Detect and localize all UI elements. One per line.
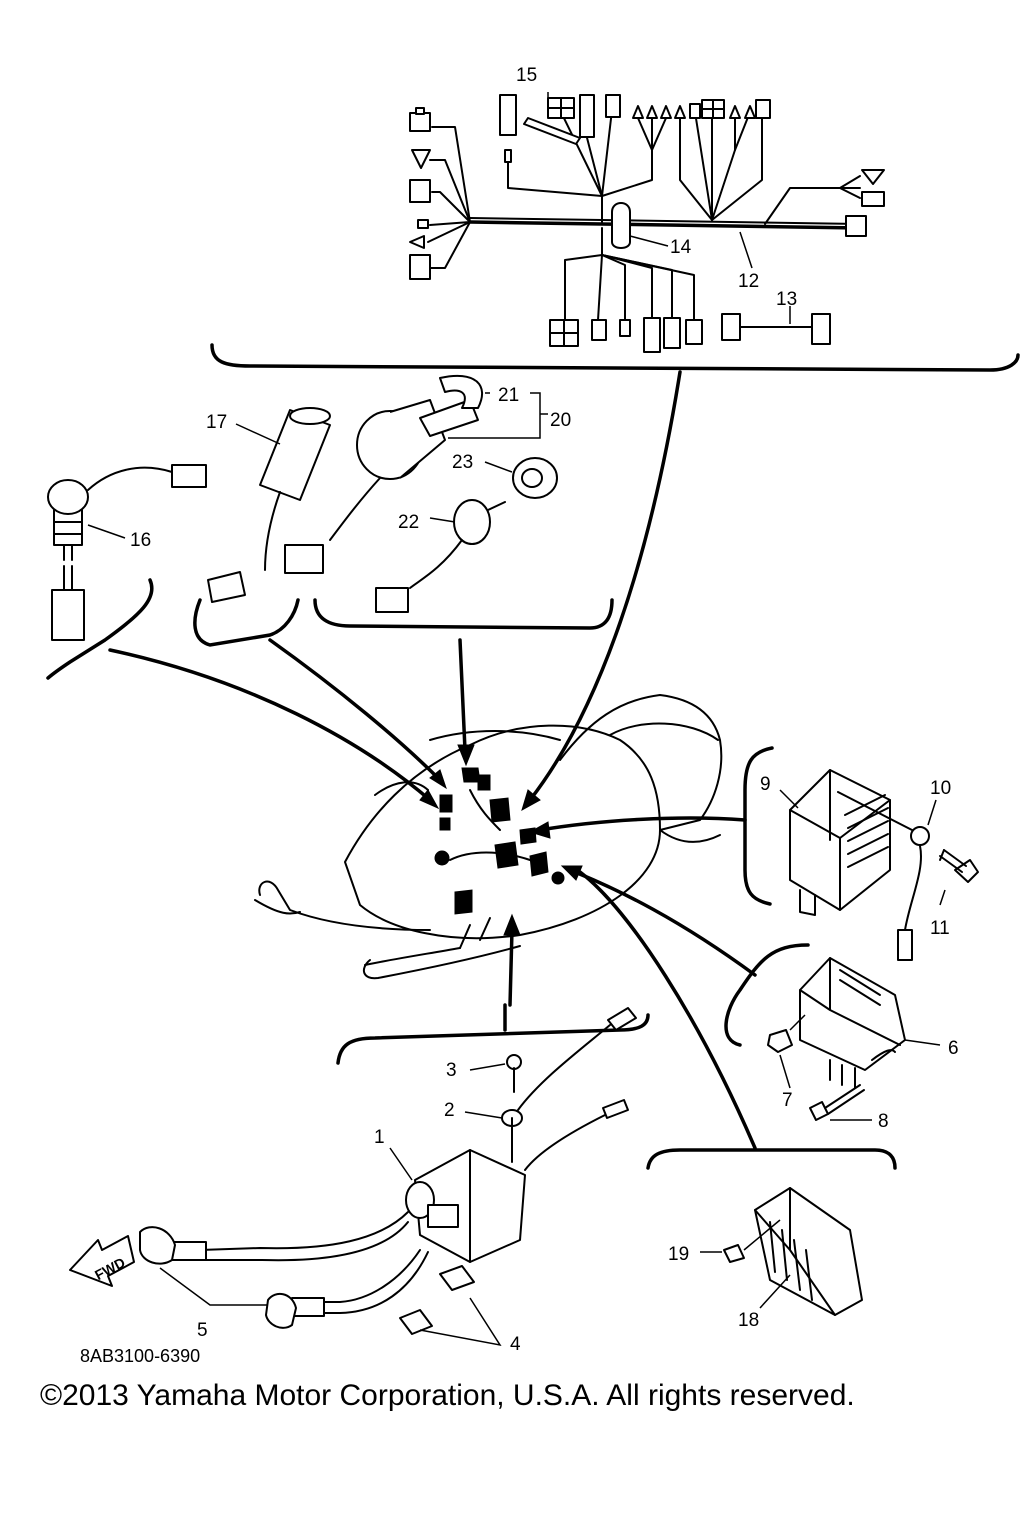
callout-5: 5 xyxy=(197,1320,208,1341)
callout-1: 1 xyxy=(374,1127,385,1148)
callout-3: 3 xyxy=(446,1060,457,1081)
callout-2: 2 xyxy=(444,1100,455,1121)
callout-6: 6 xyxy=(948,1038,959,1059)
callout-17: 17 xyxy=(206,412,227,433)
callout-labels: 1 2 3 4 5 6 7 8 9 10 11 12 13 14 15 16 1… xyxy=(130,65,959,1355)
diagram-code: 8AB3100-6390 xyxy=(80,1346,200,1366)
regulator-group xyxy=(646,1148,897,1316)
callout-12: 12 xyxy=(738,271,759,292)
callout-18: 18 xyxy=(738,1310,759,1331)
callout-22: 22 xyxy=(398,512,419,533)
callout-9: 9 xyxy=(760,774,771,795)
callout-21: 21 xyxy=(498,385,519,406)
callout-8: 8 xyxy=(878,1111,889,1132)
rectifier-group xyxy=(743,746,979,961)
wire-harness xyxy=(210,92,1020,372)
callout-7: 7 xyxy=(782,1090,793,1111)
callout-13: 13 xyxy=(776,289,797,310)
copyright-notice: ©2013 Yamaha Motor Corporation, U.S.A. A… xyxy=(40,1379,855,1412)
callout-20: 20 xyxy=(550,410,571,431)
callout-19: 19 xyxy=(668,1244,689,1265)
callout-11: 11 xyxy=(930,918,950,939)
callout-4: 4 xyxy=(510,1334,521,1355)
leader-arrows xyxy=(108,370,757,1150)
cdi-group xyxy=(724,943,941,1121)
callout-14: 14 xyxy=(670,237,692,258)
callout-23: 23 xyxy=(452,452,473,473)
ignition-coil-group xyxy=(69,1003,650,1347)
callout-16: 16 xyxy=(130,530,151,551)
upper-components xyxy=(46,374,614,680)
callout-10: 10 xyxy=(930,778,951,799)
snowmobile-body xyxy=(254,694,723,980)
callout-15: 15 xyxy=(516,65,537,86)
